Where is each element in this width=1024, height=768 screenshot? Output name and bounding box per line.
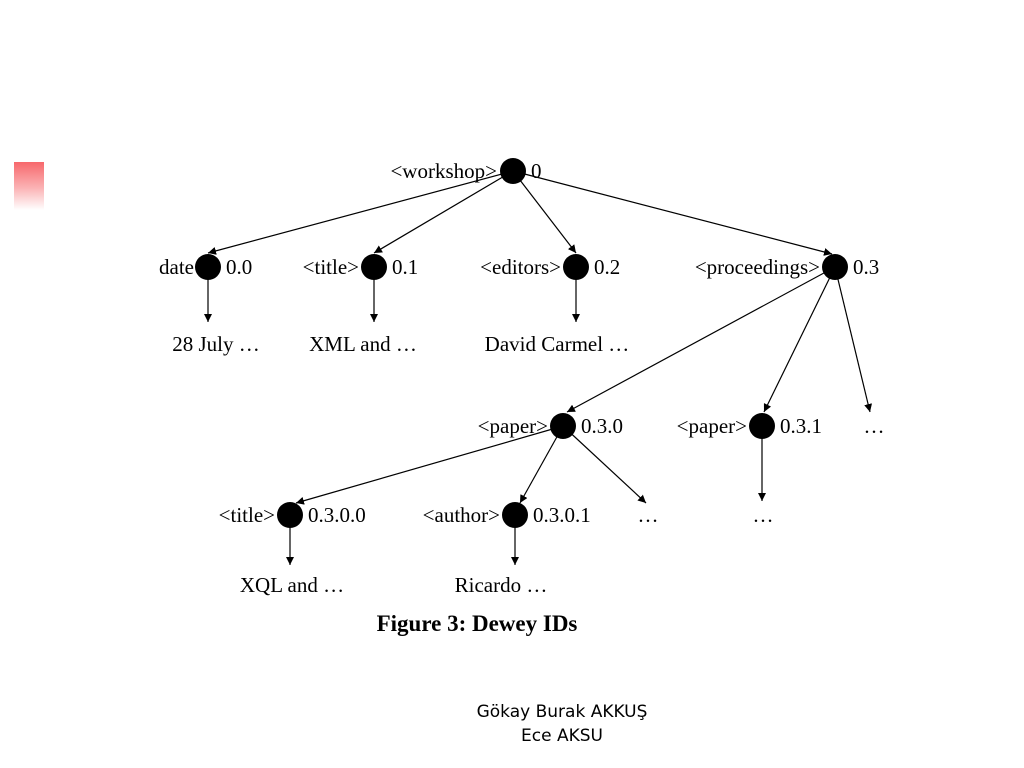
edge-paper0-more (562, 425, 647, 504)
node-paper0 (550, 413, 576, 439)
tag-title: <title> (303, 255, 359, 279)
node-editors (563, 254, 589, 280)
id-paper1: 0.3.1 (780, 414, 822, 438)
edge-proceedings-more (834, 266, 873, 413)
id-proceedings: 0.3 (853, 255, 879, 279)
edge-workshop-editors (512, 170, 577, 254)
edge-proceedings-paper1 (763, 266, 836, 413)
value-title: XML and … (309, 332, 417, 356)
tag-paper0: <paper> (478, 414, 548, 438)
edge-workshop-date (207, 170, 514, 255)
tag-labels: <workshop> date <title> <editors> <proce… (159, 159, 820, 527)
node-ptitle (277, 502, 303, 528)
edge-workshop-title (373, 170, 514, 254)
id-author: 0.3.0.1 (533, 503, 591, 527)
tree-edges (204, 170, 873, 565)
edge-workshop-proceedings (512, 170, 833, 256)
dewey-id-labels: 0 0.0 0.1 0.2 0.3 0.3.0 0.3.1 0.3.0.0 0.… (226, 159, 879, 527)
id-ptitle: 0.3.0.0 (308, 503, 366, 527)
value-editors: David Carmel … (485, 332, 630, 356)
slide-accent-bar (14, 162, 44, 210)
tag-workshop: <workshop> (390, 159, 497, 183)
leaf-labels: 28 July … XML and … David Carmel … … … …… (172, 332, 884, 597)
tag-editors: <editors> (480, 255, 561, 279)
tag-ptitle: <title> (219, 503, 275, 527)
node-workshop (500, 158, 526, 184)
node-paper1 (749, 413, 775, 439)
node-date (195, 254, 221, 280)
id-paper0: 0.3.0 (581, 414, 623, 438)
footer-author-2: Ece AKSU (521, 726, 603, 746)
more-paper0: … (638, 503, 659, 527)
id-title: 0.1 (392, 255, 418, 279)
tree-nodes (195, 158, 848, 528)
id-editors: 0.2 (594, 255, 620, 279)
author-footer: Gökay Burak AKKUŞ Ece AKSU (440, 700, 684, 748)
footer-author-1: Gökay Burak AKKUŞ (476, 702, 648, 722)
id-workshop: 0 (531, 159, 542, 183)
tag-date: date (159, 255, 194, 279)
edge-paper0-ptitle (295, 425, 564, 505)
edge-paper0-author (519, 425, 564, 504)
more-proceedings: … (864, 414, 885, 438)
node-title (361, 254, 387, 280)
value-ptitle: XQL and … (240, 573, 344, 597)
figure-caption: Figure 3: Dewey IDs (377, 611, 578, 636)
node-author (502, 502, 528, 528)
edge-proceedings-paper0 (566, 266, 836, 413)
tag-proceedings: <proceedings> (695, 255, 820, 279)
tag-paper1: <paper> (677, 414, 747, 438)
id-date: 0.0 (226, 255, 252, 279)
more-paper1: … (753, 503, 774, 527)
node-proceedings (822, 254, 848, 280)
value-author: Ricardo … (455, 573, 548, 597)
value-date: 28 July … (172, 332, 260, 356)
tag-author: <author> (423, 503, 500, 527)
